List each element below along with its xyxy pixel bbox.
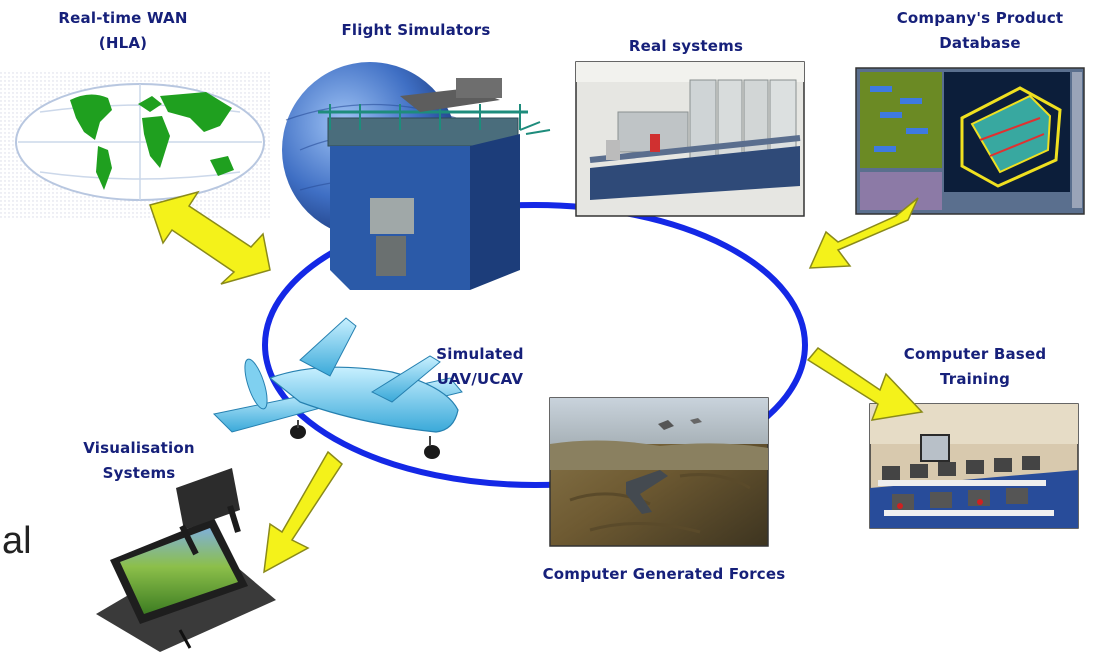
arrow-wan-link bbox=[149, 190, 271, 285]
label-visualisation-systems: Visualisation Systems bbox=[50, 436, 228, 486]
label-simulated-uav-line1: Simulated bbox=[436, 345, 524, 363]
terrain-jet-screenshot bbox=[549, 397, 769, 547]
lab-equipment-photo bbox=[575, 61, 805, 217]
label-flight-simulators-text: Flight Simulators bbox=[341, 21, 491, 39]
label-product-database-line2: Database bbox=[939, 34, 1021, 52]
label-computer-based-training: Computer Based Training bbox=[868, 342, 1082, 392]
label-cgf-text: Computer Generated Forces bbox=[542, 565, 786, 583]
arrow-training-out bbox=[806, 346, 924, 421]
stray-text-fragment: al bbox=[2, 520, 32, 562]
label-realtime-wan-line1: Real-time WAN bbox=[58, 9, 188, 27]
label-computer-generated-forces: Computer Generated Forces bbox=[494, 562, 834, 587]
label-product-database-line1: Company's Product bbox=[896, 9, 1064, 27]
label-visualisation-line2: Systems bbox=[102, 464, 176, 482]
arrow-database-in bbox=[808, 197, 919, 269]
flight-simulator-dome-icon bbox=[282, 62, 551, 290]
label-visualisation-line1: Visualisation bbox=[83, 439, 195, 457]
label-flight-simulators: Flight Simulators bbox=[300, 18, 532, 43]
label-simulated-uav: Simulated UAV/UCAV bbox=[406, 342, 554, 392]
connection-loop bbox=[262, 202, 808, 488]
label-real-systems-text: Real systems bbox=[628, 37, 744, 55]
label-product-database: Company's Product Database bbox=[864, 6, 1096, 56]
visualisation-display-icon bbox=[96, 468, 276, 652]
cad-database-screenshot bbox=[855, 67, 1085, 215]
label-simulated-uav-line2: UAV/UCAV bbox=[436, 370, 524, 388]
uav-aircraft-icon bbox=[212, 317, 463, 459]
world-map-icon bbox=[0, 72, 272, 220]
label-cbt-line1: Computer Based bbox=[903, 345, 1047, 363]
classroom-photo bbox=[869, 403, 1079, 529]
label-realtime-wan-line2: (HLA) bbox=[98, 34, 148, 52]
label-realtime-wan: Real-time WAN (HLA) bbox=[38, 6, 208, 56]
label-cbt-line2: Training bbox=[939, 370, 1011, 388]
arrow-visualisation-out bbox=[263, 450, 343, 574]
label-real-systems: Real systems bbox=[604, 34, 768, 59]
